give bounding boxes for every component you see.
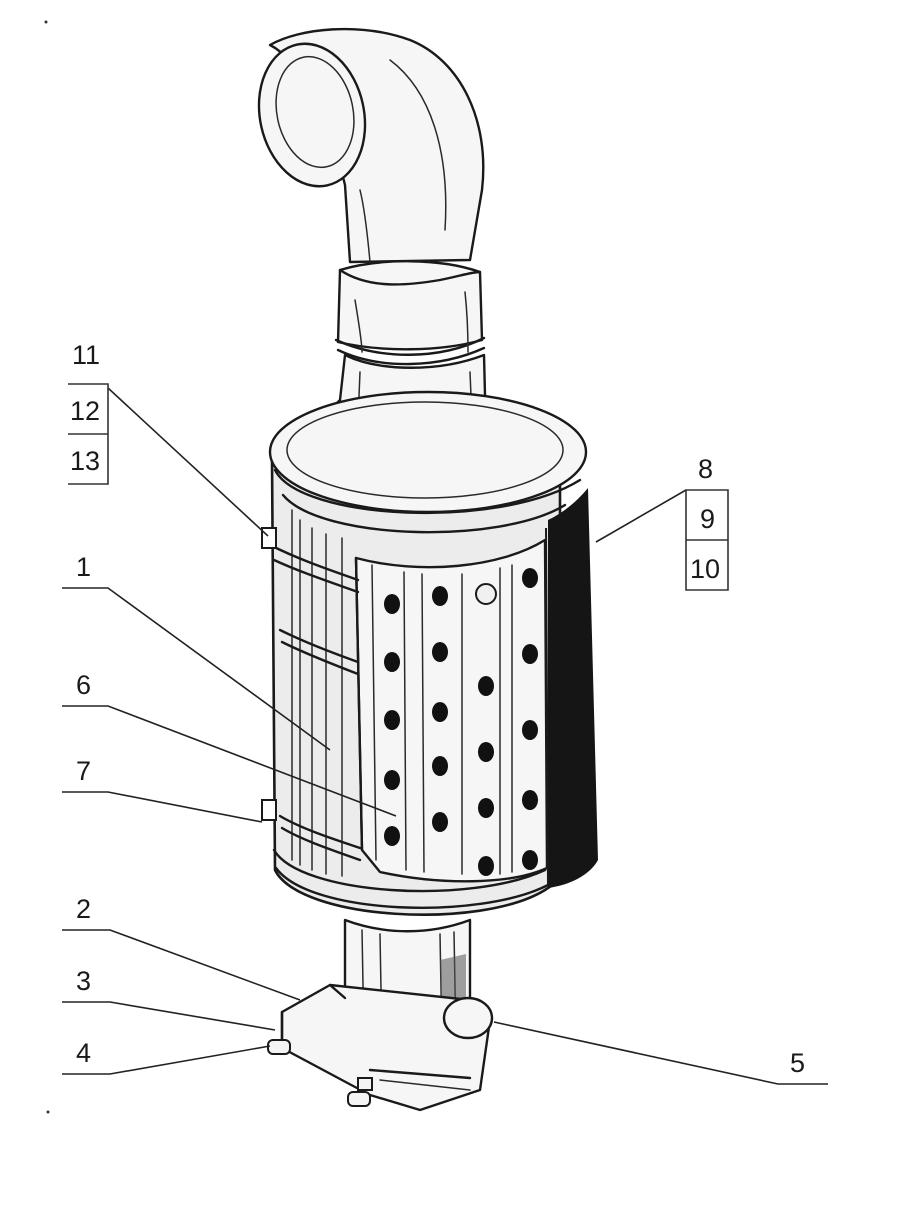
label-4: 4 (76, 1038, 91, 1068)
label-13: 13 (70, 446, 100, 476)
stud-left (267, 1039, 291, 1055)
label-6: 6 (76, 670, 91, 700)
mounting-studs (267, 1039, 373, 1107)
label-12: 12 (70, 396, 100, 426)
pipe-coupling (334, 260, 486, 366)
label-boxes (68, 383, 729, 591)
callout-labels: 11 12 13 1 6 7 2 3 4 5 8 9 10 (70, 340, 805, 1078)
housing-shadow-side (545, 488, 598, 888)
perforated-shield (354, 538, 549, 883)
clamp-bands (261, 527, 362, 862)
lower-clamp-tab (261, 799, 277, 821)
pipe-outlet-opening (257, 42, 367, 188)
flange-ring (442, 996, 494, 1040)
label-7: 7 (76, 756, 91, 786)
label-2: 2 (76, 894, 91, 924)
perforation-holes (384, 568, 538, 876)
upper-clamp-tab (261, 527, 277, 549)
housing-top-rim (268, 390, 588, 514)
shield-bolt (475, 583, 497, 605)
stud-front (347, 1091, 371, 1107)
label-8: 8 (698, 454, 713, 484)
mounting-flange (280, 983, 494, 1112)
label-3: 3 (76, 966, 91, 996)
leader-lines (62, 387, 828, 1085)
exhaust-elbow-pipe (257, 27, 485, 264)
label-10: 10 (690, 554, 720, 584)
label-5: 5 (790, 1048, 805, 1078)
label-11: 11 (72, 340, 100, 370)
label-1: 1 (76, 552, 91, 582)
label-9: 9 (700, 504, 715, 534)
